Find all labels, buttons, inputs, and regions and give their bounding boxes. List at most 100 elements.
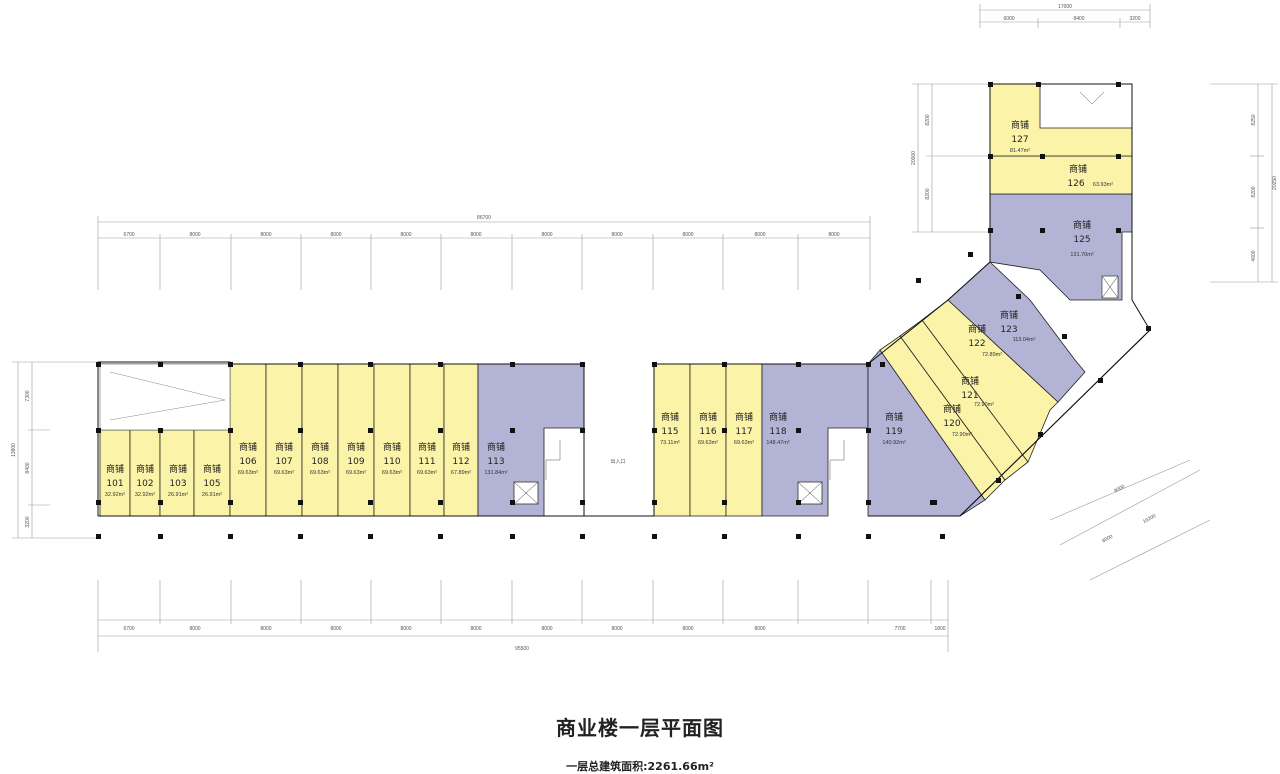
shop-labels: 商铺 101 32.92m² 商铺 102 32.92m² 商铺 103 26.… [105, 119, 1113, 498]
dim-bottom-seg: 8000 [611, 626, 622, 632]
shop-119-area[interactable] [867, 349, 986, 517]
shop-number: 116 [699, 427, 716, 437]
shop-label: 商铺 [699, 411, 717, 423]
shop-area: 69.63m² [238, 470, 258, 476]
shop-101-area[interactable] [99, 429, 131, 517]
shop-label: 商铺 [347, 441, 365, 453]
dim-top-seg: 8000 [682, 232, 693, 238]
shop-number: 107 [275, 457, 292, 467]
shop-number: 105 [203, 479, 220, 489]
shop-111-area[interactable] [409, 363, 445, 517]
shop-fills [99, 83, 1133, 517]
shop-number: 119 [885, 427, 902, 437]
dim-top-seg: 8000 [330, 232, 341, 238]
shop-126-area[interactable] [989, 155, 1133, 195]
shop-number: 126 [1067, 179, 1084, 189]
shop-label: 商铺 [239, 441, 257, 453]
dim-ne-top-seg: 3200 [1129, 16, 1140, 22]
shop-number: 118 [769, 427, 786, 437]
shop-number: 125 [1073, 235, 1090, 245]
shop-106-area[interactable] [229, 363, 267, 517]
dim-ne-top-seg: 8400 [1073, 16, 1084, 22]
dim-top-seg: 8000 [611, 232, 622, 238]
dim-diag-seg: 8000 [1113, 484, 1126, 495]
dim-top-seg: 8000 [541, 232, 552, 238]
shop-number: 108 [311, 457, 328, 467]
shop-area: 73.11m² [660, 440, 680, 446]
shop-label: 商铺 [203, 463, 221, 475]
dim-ne-left-seg: 8200 [925, 188, 931, 199]
shop-label: 商铺 [418, 441, 436, 453]
dim-bottom-seg: 8000 [189, 626, 200, 632]
shop-number: 122 [968, 339, 985, 349]
corridor-label: 出入口 [610, 458, 625, 465]
shop-label: 商铺 [968, 323, 986, 335]
shop-number: 120 [943, 419, 960, 429]
dim-diag-total: 16200 [1142, 513, 1157, 525]
columns [96, 82, 1151, 539]
shop-number: 111 [418, 457, 435, 467]
shop-label: 商铺 [1073, 219, 1091, 231]
shop-103-area[interactable] [159, 429, 195, 517]
page-subtitle: 一层总建筑面积:2261.66m² [566, 760, 714, 773]
dim-top-total: 86700 [477, 215, 491, 221]
shop-108-area[interactable] [301, 363, 339, 517]
shop-label: 商铺 [735, 411, 753, 423]
shop-number: 109 [347, 457, 364, 467]
dim-bottom-seg: 8000 [470, 626, 481, 632]
shop-area: 32.92m² [105, 492, 125, 498]
dim-ne-right-seg: 8250 [1251, 114, 1257, 125]
dim-ne-right-total: 20250 [1272, 176, 1278, 190]
dimension-text-left: 13900 7300 8400 3200 [11, 390, 31, 527]
shop-label: 商铺 [487, 441, 505, 453]
page-title: 商业楼一层平面图 [556, 716, 724, 740]
shop-117-area[interactable] [725, 363, 763, 517]
shop-112-area[interactable] [443, 363, 479, 517]
shop-area: 69.63m² [698, 440, 718, 446]
dim-bottom-seg: 8000 [330, 626, 341, 632]
shop-number: 110 [383, 457, 400, 467]
dim-ne-top-total: 17000 [1058, 4, 1072, 10]
shop-107-area[interactable] [265, 363, 303, 517]
dim-top-seg: 6700 [123, 232, 134, 238]
shop-label: 商铺 [1000, 309, 1018, 321]
shop-127-area[interactable] [989, 83, 1133, 157]
shop-number: 102 [136, 479, 153, 489]
shop-102-area[interactable] [129, 429, 161, 517]
shop-label: 商铺 [1069, 163, 1087, 175]
shop-area: 63.93m² [1093, 182, 1113, 188]
shop-label: 商铺 [136, 463, 154, 475]
shop-number: 117 [735, 427, 752, 437]
shop-label: 商铺 [383, 441, 401, 453]
shop-area: 72.90m² [974, 402, 994, 408]
shop-115-area[interactable] [653, 363, 691, 517]
shop-area: 26.91m² [202, 492, 222, 498]
shop-109-area[interactable] [337, 363, 375, 517]
shop-area: 148.47m² [766, 440, 789, 446]
dim-bottom-seg: 7700 [894, 626, 905, 632]
shop-label: 商铺 [769, 411, 787, 423]
shop-116-area[interactable] [689, 363, 727, 517]
shop-area: 140.92m² [882, 440, 905, 446]
dim-bottom-seg: 8000 [541, 626, 552, 632]
shop-105-area[interactable] [193, 429, 231, 517]
dim-left-total: 13900 [11, 443, 17, 457]
dim-top-seg: 8000 [189, 232, 200, 238]
shop-110-area[interactable] [373, 363, 411, 517]
dimension-lines [12, 4, 1278, 652]
shop-area: 72.90m² [952, 432, 972, 438]
shop-label: 商铺 [661, 411, 679, 423]
shop-number: 121 [961, 391, 978, 401]
shop-area: 69.63m² [274, 470, 294, 476]
shop-label: 商铺 [311, 441, 329, 453]
dim-top-seg: 8000 [470, 232, 481, 238]
shop-label: 商铺 [169, 463, 187, 475]
shop-area: 113.04m² [1013, 337, 1036, 343]
shop-area: 131.70m² [1070, 252, 1093, 258]
shop-number: 106 [239, 457, 256, 467]
dim-ne-top-seg: 6000 [1003, 16, 1014, 22]
dim-ne-left-seg: 8200 [925, 114, 931, 125]
shop-area: 131.84m² [484, 470, 507, 476]
dim-ne-left-total: 20000 [911, 151, 917, 165]
shop-area: 67.89m² [451, 470, 471, 476]
